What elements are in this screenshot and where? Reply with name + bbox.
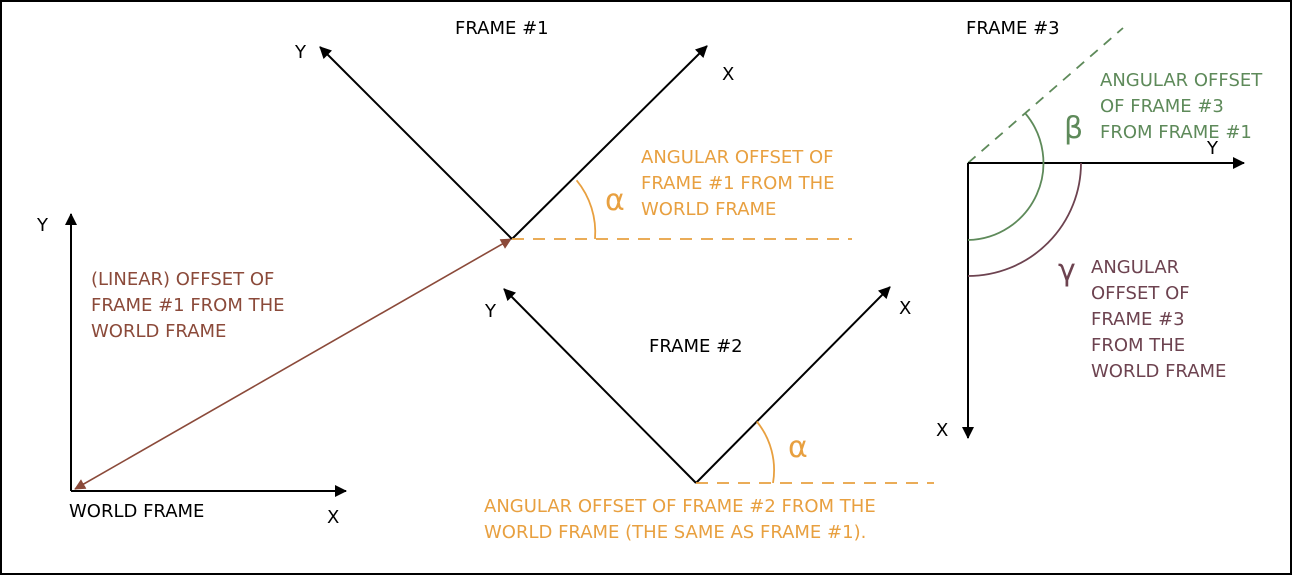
frame2-angle-note: ANGULAR OFFSET OF FRAME #2 FROM THE WORL… (484, 494, 876, 546)
frame2-alpha-arc (756, 420, 775, 484)
frame3-beta-note-line: FROM FRAME #1 (1100, 122, 1252, 143)
frame2-axes (503, 286, 934, 484)
frame3-gamma-note-line: WORLD FRAME (1091, 361, 1227, 382)
frame3-beta-symbol: β (1064, 111, 1084, 146)
frame3-gamma-note-line: FRAME #3 (1091, 309, 1185, 330)
frame1-title: FRAME #1 (455, 18, 549, 39)
frame1-angle-note-line: FRAME #1 FROM THE (641, 173, 835, 194)
linear-offset-note-line: (LINEAR) OFFSET OF (91, 269, 275, 290)
frame2-x-label: X (899, 298, 912, 319)
frame2-x-axis (695, 286, 891, 484)
frame1-x-label: X (722, 64, 735, 85)
frame3-gamma-note-line: OFFSET OF (1091, 283, 1190, 304)
frame2-y-axis (503, 288, 697, 484)
frame2-angle-note-line: WORLD FRAME (THE SAME AS FRAME #1). (484, 522, 867, 543)
frame2-title: FRAME #2 (649, 336, 743, 357)
frame3-beta-note-line: OF FRAME #3 (1100, 96, 1224, 117)
linear-offset-note-line: WORLD FRAME (91, 321, 227, 342)
frame1-alpha-arc (575, 179, 597, 240)
frame1-angle-note-line: WORLD FRAME (641, 199, 777, 220)
frame3-gamma-note: ANGULAR OFFSET OF FRAME #3 FROM THE WORL… (1091, 255, 1226, 385)
frame3-gamma-note-line: ANGULAR (1091, 257, 1180, 278)
frame1-alpha-symbol: α (605, 183, 625, 218)
frame3-x-label: X (936, 420, 949, 441)
frame1-y-axis (319, 46, 513, 240)
frame1-y-label: Y (295, 42, 306, 63)
linear-offset-vector (74, 238, 512, 490)
frame3-gamma-symbol: γ (1058, 253, 1076, 288)
frame1-axes (319, 45, 852, 240)
frame2-angle-note-line: ANGULAR OFFSET OF FRAME #2 FROM THE (484, 496, 876, 517)
linear-offset-note-line: FRAME #1 FROM THE (91, 295, 285, 316)
world-y-label: Y (37, 215, 48, 236)
frame1-angle-note: ANGULAR OFFSET OF FRAME #1 FROM THE WORL… (641, 145, 835, 223)
frame2-alpha-symbol: α (788, 430, 808, 465)
frame3-gamma-arc (967, 162, 1082, 277)
frame3-beta-note: ANGULAR OFFSET OF FRAME #3 FROM FRAME #1 (1100, 68, 1262, 146)
frame3-y-label: Y (1207, 138, 1218, 159)
frame3-gamma-note-line: FROM THE (1091, 335, 1186, 356)
frame3-axes (962, 27, 1245, 439)
world-x-label: X (327, 507, 340, 528)
frame3-beta-arc (967, 112, 1045, 241)
world-frame-axes (65, 213, 347, 497)
frame1-direction-dashed-line (967, 27, 1124, 164)
frame1-x-axis (511, 45, 708, 240)
frame2-y-label: Y (485, 301, 496, 322)
frame1-angle-note-line: ANGULAR OFFSET OF (641, 147, 834, 168)
linear-offset-note: (LINEAR) OFFSET OF FRAME #1 FROM THE WOR… (91, 267, 285, 345)
frame3-title: FRAME #3 (966, 18, 1060, 39)
frame3-beta-note-line: ANGULAR OFFSET (1100, 70, 1263, 91)
world-frame-title: WORLD FRAME (69, 501, 205, 522)
